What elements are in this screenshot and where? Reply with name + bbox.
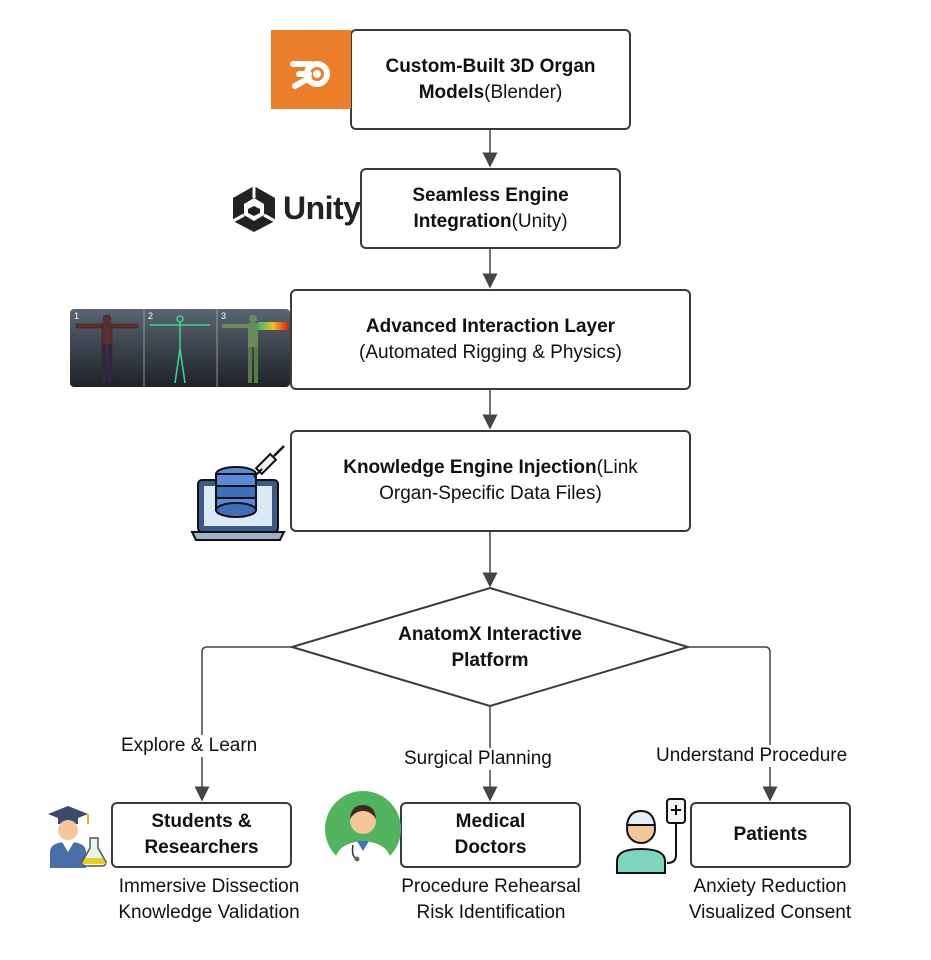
node-patients: Patients [690, 802, 851, 868]
outcomes-doctors: Procedure Rehearsal Risk Identification [380, 874, 602, 926]
outcomes-students: Immersive Dissection Knowledge Validatio… [96, 874, 322, 926]
models-title-2: Models [418, 81, 485, 103]
rig-panel-2: 2 [148, 311, 153, 321]
knowledge-title: Knowledge Engine Injection [343, 457, 597, 478]
doctor-avatar-icon [325, 791, 401, 869]
arrow-platform-patients [688, 646, 778, 802]
blender-logo-icon [271, 30, 351, 109]
platform-line1: AnatomX Interactive [398, 624, 582, 645]
engine-title-2: Integration [413, 210, 512, 232]
models-title: Custom-Built 3D Organ [385, 55, 596, 77]
node-knowledge-engine: Knowledge Engine Injection(Link Organ-Sp… [290, 430, 691, 532]
interaction-sub: (Automated Rigging & Physics) [359, 341, 622, 363]
edge-label-students: Explore & Learn [121, 735, 258, 757]
engine-title: Seamless Engine [412, 184, 569, 206]
knowledge-sub-2: Organ-Specific Data Files) [379, 483, 602, 504]
unity-wordmark: Unity [283, 190, 361, 226]
doctors-line2: Doctors [454, 837, 527, 858]
database-laptop-icon [190, 445, 286, 541]
students-line1: Students & [151, 811, 252, 832]
node-3d-models: Custom-Built 3D Organ Models(Blender) [350, 29, 631, 130]
rig-panel-1: 1 [74, 311, 79, 321]
arrow-platform-students [194, 646, 292, 802]
node-students: Students & Researchers [111, 802, 292, 868]
students-line2: Researchers [144, 837, 259, 858]
node-interaction-layer: Advanced Interaction Layer (Automated Ri… [290, 289, 691, 390]
student-graduate-icon [48, 806, 107, 868]
edge-label-patients: Understand Procedure [656, 745, 848, 767]
node-engine-integration: Seamless Engine Integration(Unity) [360, 168, 621, 249]
patient-iv-icon [616, 798, 686, 874]
rig-panel-3: 3 [221, 311, 226, 321]
rigging-preview-image: 1 2 3 [70, 309, 290, 387]
outcome-doctors-1: Procedure Rehearsal [401, 876, 581, 897]
doctors-line1: Medical [455, 811, 526, 832]
models-tool: (Blender) [484, 81, 563, 103]
outcome-patients-1: Anxiety Reduction [693, 876, 847, 897]
engine-tool: (Unity) [511, 210, 568, 232]
outcome-doctors-2: Risk Identification [416, 902, 566, 923]
edge-label-doctors: Surgical Planning [404, 748, 552, 770]
patients-line1: Patients [733, 824, 808, 845]
outcome-students-2: Knowledge Validation [118, 902, 300, 923]
unity-cube-icon [232, 186, 276, 232]
platform-label: AnatomX Interactive Platform [340, 622, 640, 674]
outcome-students-1: Immersive Dissection [118, 876, 300, 897]
outcomes-patients: Anxiety Reduction Visualized Consent [660, 874, 880, 926]
knowledge-sub-1: (Link [596, 457, 638, 478]
platform-line2: Platform [451, 650, 529, 671]
interaction-title: Advanced Interaction Layer [365, 315, 616, 337]
node-doctors: Medical Doctors [400, 802, 581, 868]
outcome-patients-2: Visualized Consent [688, 902, 852, 923]
